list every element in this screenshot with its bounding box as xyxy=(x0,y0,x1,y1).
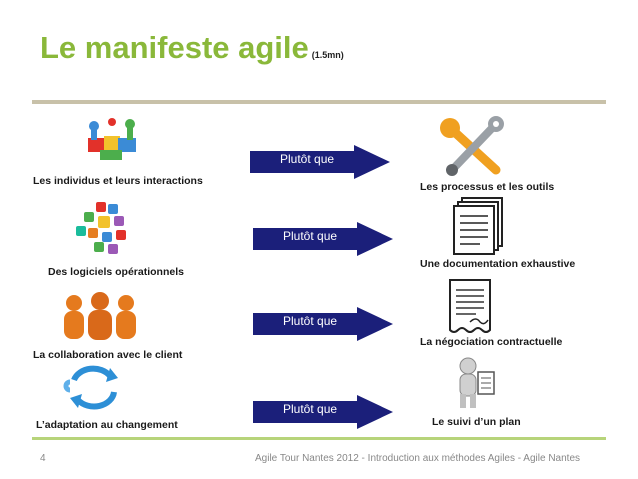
plutot-que-arrow xyxy=(250,145,390,179)
title-duration: (1.5mn) xyxy=(311,50,344,60)
people-group-icon xyxy=(64,292,136,340)
right-value-label: Une documentation exhaustive xyxy=(420,258,576,270)
page-number: 4 xyxy=(40,453,46,464)
arrow-label: Plutôt que xyxy=(283,402,338,416)
bottom-divider xyxy=(32,437,606,440)
cycle-arrows-icon xyxy=(63,365,118,410)
app-icons-cluster-icon xyxy=(76,202,126,254)
arrow-label: Plutôt que xyxy=(283,229,338,243)
plutot-que-arrow xyxy=(253,307,393,341)
plutot-que-arrow xyxy=(253,222,393,256)
right-value-label: Les processus et les outils xyxy=(420,181,555,193)
contract-icon xyxy=(449,279,491,333)
footer-text: Agile Tour Nantes 2012 - Introduction au… xyxy=(255,453,581,464)
top-divider xyxy=(32,100,606,104)
left-value-label: Des logiciels opérationnels xyxy=(48,266,184,278)
right-value-label: La négociation contractuelle xyxy=(420,336,563,348)
title-main: Le manifeste agile xyxy=(40,30,309,65)
left-value-label: La collaboration avec le client xyxy=(33,349,183,361)
arrow-label: Plutôt que xyxy=(283,314,338,328)
slide-title: Le manifeste agile(1.5mn) xyxy=(40,30,344,66)
right-value-label: Le suivi d’un plan xyxy=(432,416,521,428)
puzzle-people-icon xyxy=(88,118,136,160)
document-stack-icon xyxy=(453,197,503,255)
plutot-que-arrow xyxy=(253,395,393,429)
figure-with-checklist-icon xyxy=(459,357,495,408)
left-value-label: L’adaptation au changement xyxy=(36,419,178,431)
left-value-label: Les individus et leurs interactions xyxy=(33,175,203,187)
tools-icon xyxy=(440,116,504,176)
arrow-label: Plutôt que xyxy=(280,152,335,166)
